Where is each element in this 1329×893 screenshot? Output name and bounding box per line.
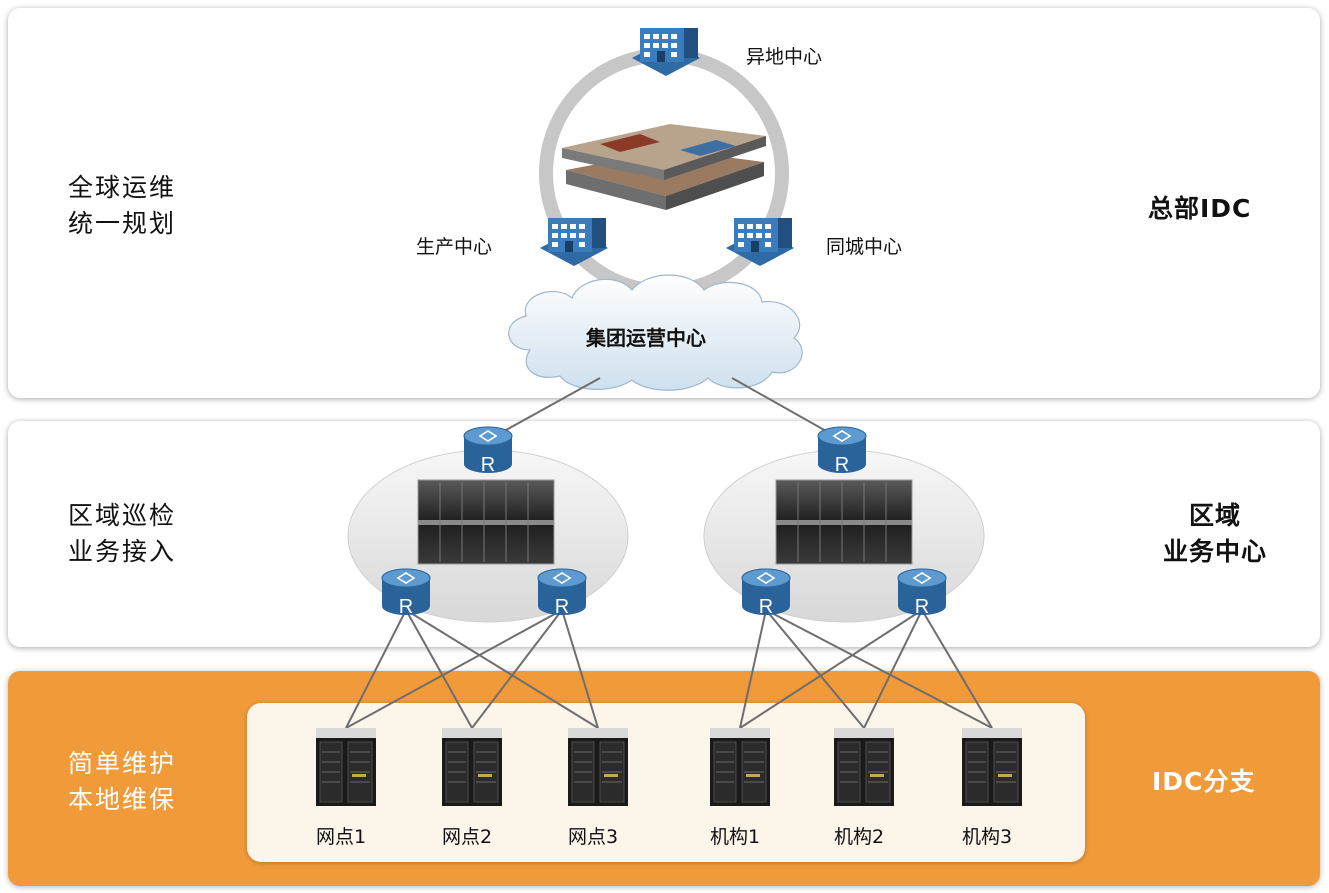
region-branch-links	[345, 609, 993, 729]
branch-server-icon	[441, 727, 503, 807]
hq-tier-description: 全球运维 统一规划	[68, 170, 176, 242]
branch-node-label: 机构3	[962, 826, 1013, 848]
router-letter: R	[399, 596, 413, 618]
router-letter: R	[555, 596, 569, 618]
branch-server-icon	[567, 727, 629, 807]
branch-node-label: 机构2	[834, 826, 885, 848]
region-right-server-rack	[775, 479, 913, 565]
router-letter: R	[759, 596, 773, 618]
branch-nodes-container	[247, 703, 1085, 862]
branch-tier-description: 简单维护 本地维保	[68, 746, 176, 818]
hq-tier-label: 总部IDC	[1148, 194, 1252, 223]
region-tier-panel	[8, 421, 1320, 647]
branch-node-label: 网点2	[442, 826, 493, 848]
router-letter: R	[481, 454, 495, 476]
operations-cloud-icon	[508, 274, 803, 391]
branch-server-icon	[315, 727, 377, 807]
production-center-building-icon	[540, 218, 608, 266]
branch-desc-line1: 简单维护	[68, 749, 177, 778]
hq-desc-line1: 全球运维	[68, 173, 177, 202]
router-letter: R	[915, 596, 929, 618]
branch-server-icon	[961, 727, 1023, 807]
remote-center-label: 异地中心	[746, 46, 823, 68]
router-letter: R	[835, 454, 849, 476]
hq-datacenter-model	[562, 124, 766, 210]
branch-node-label: 网点3	[568, 826, 619, 848]
operations-center-label: 集团运营中心	[586, 326, 706, 350]
region-label-line1: 区域	[1188, 501, 1241, 530]
region-label-line2: 业务中心	[1162, 537, 1267, 566]
branch-node-label: 机构1	[710, 826, 761, 848]
samecity-center-label: 同城中心	[826, 236, 903, 258]
branch-desc-line2: 本地维保	[68, 785, 177, 814]
region-desc-line2: 业务接入	[68, 537, 177, 566]
production-center-label: 生产中心	[416, 236, 493, 258]
region-tier-description: 区域巡检 业务接入	[68, 498, 176, 570]
region-left-server-rack	[417, 479, 555, 565]
branch-tier-label: IDC分支	[1152, 767, 1256, 796]
branch-server-icon	[709, 727, 771, 807]
branch-server-icon	[833, 727, 895, 807]
branch-node-label: 网点1	[316, 826, 367, 848]
hq-desc-line2: 统一规划	[68, 209, 177, 238]
region-tier-label: 区域 业务中心	[1150, 498, 1280, 570]
remote-center-building-icon	[632, 28, 700, 76]
region-desc-line1: 区域巡检	[68, 501, 177, 530]
